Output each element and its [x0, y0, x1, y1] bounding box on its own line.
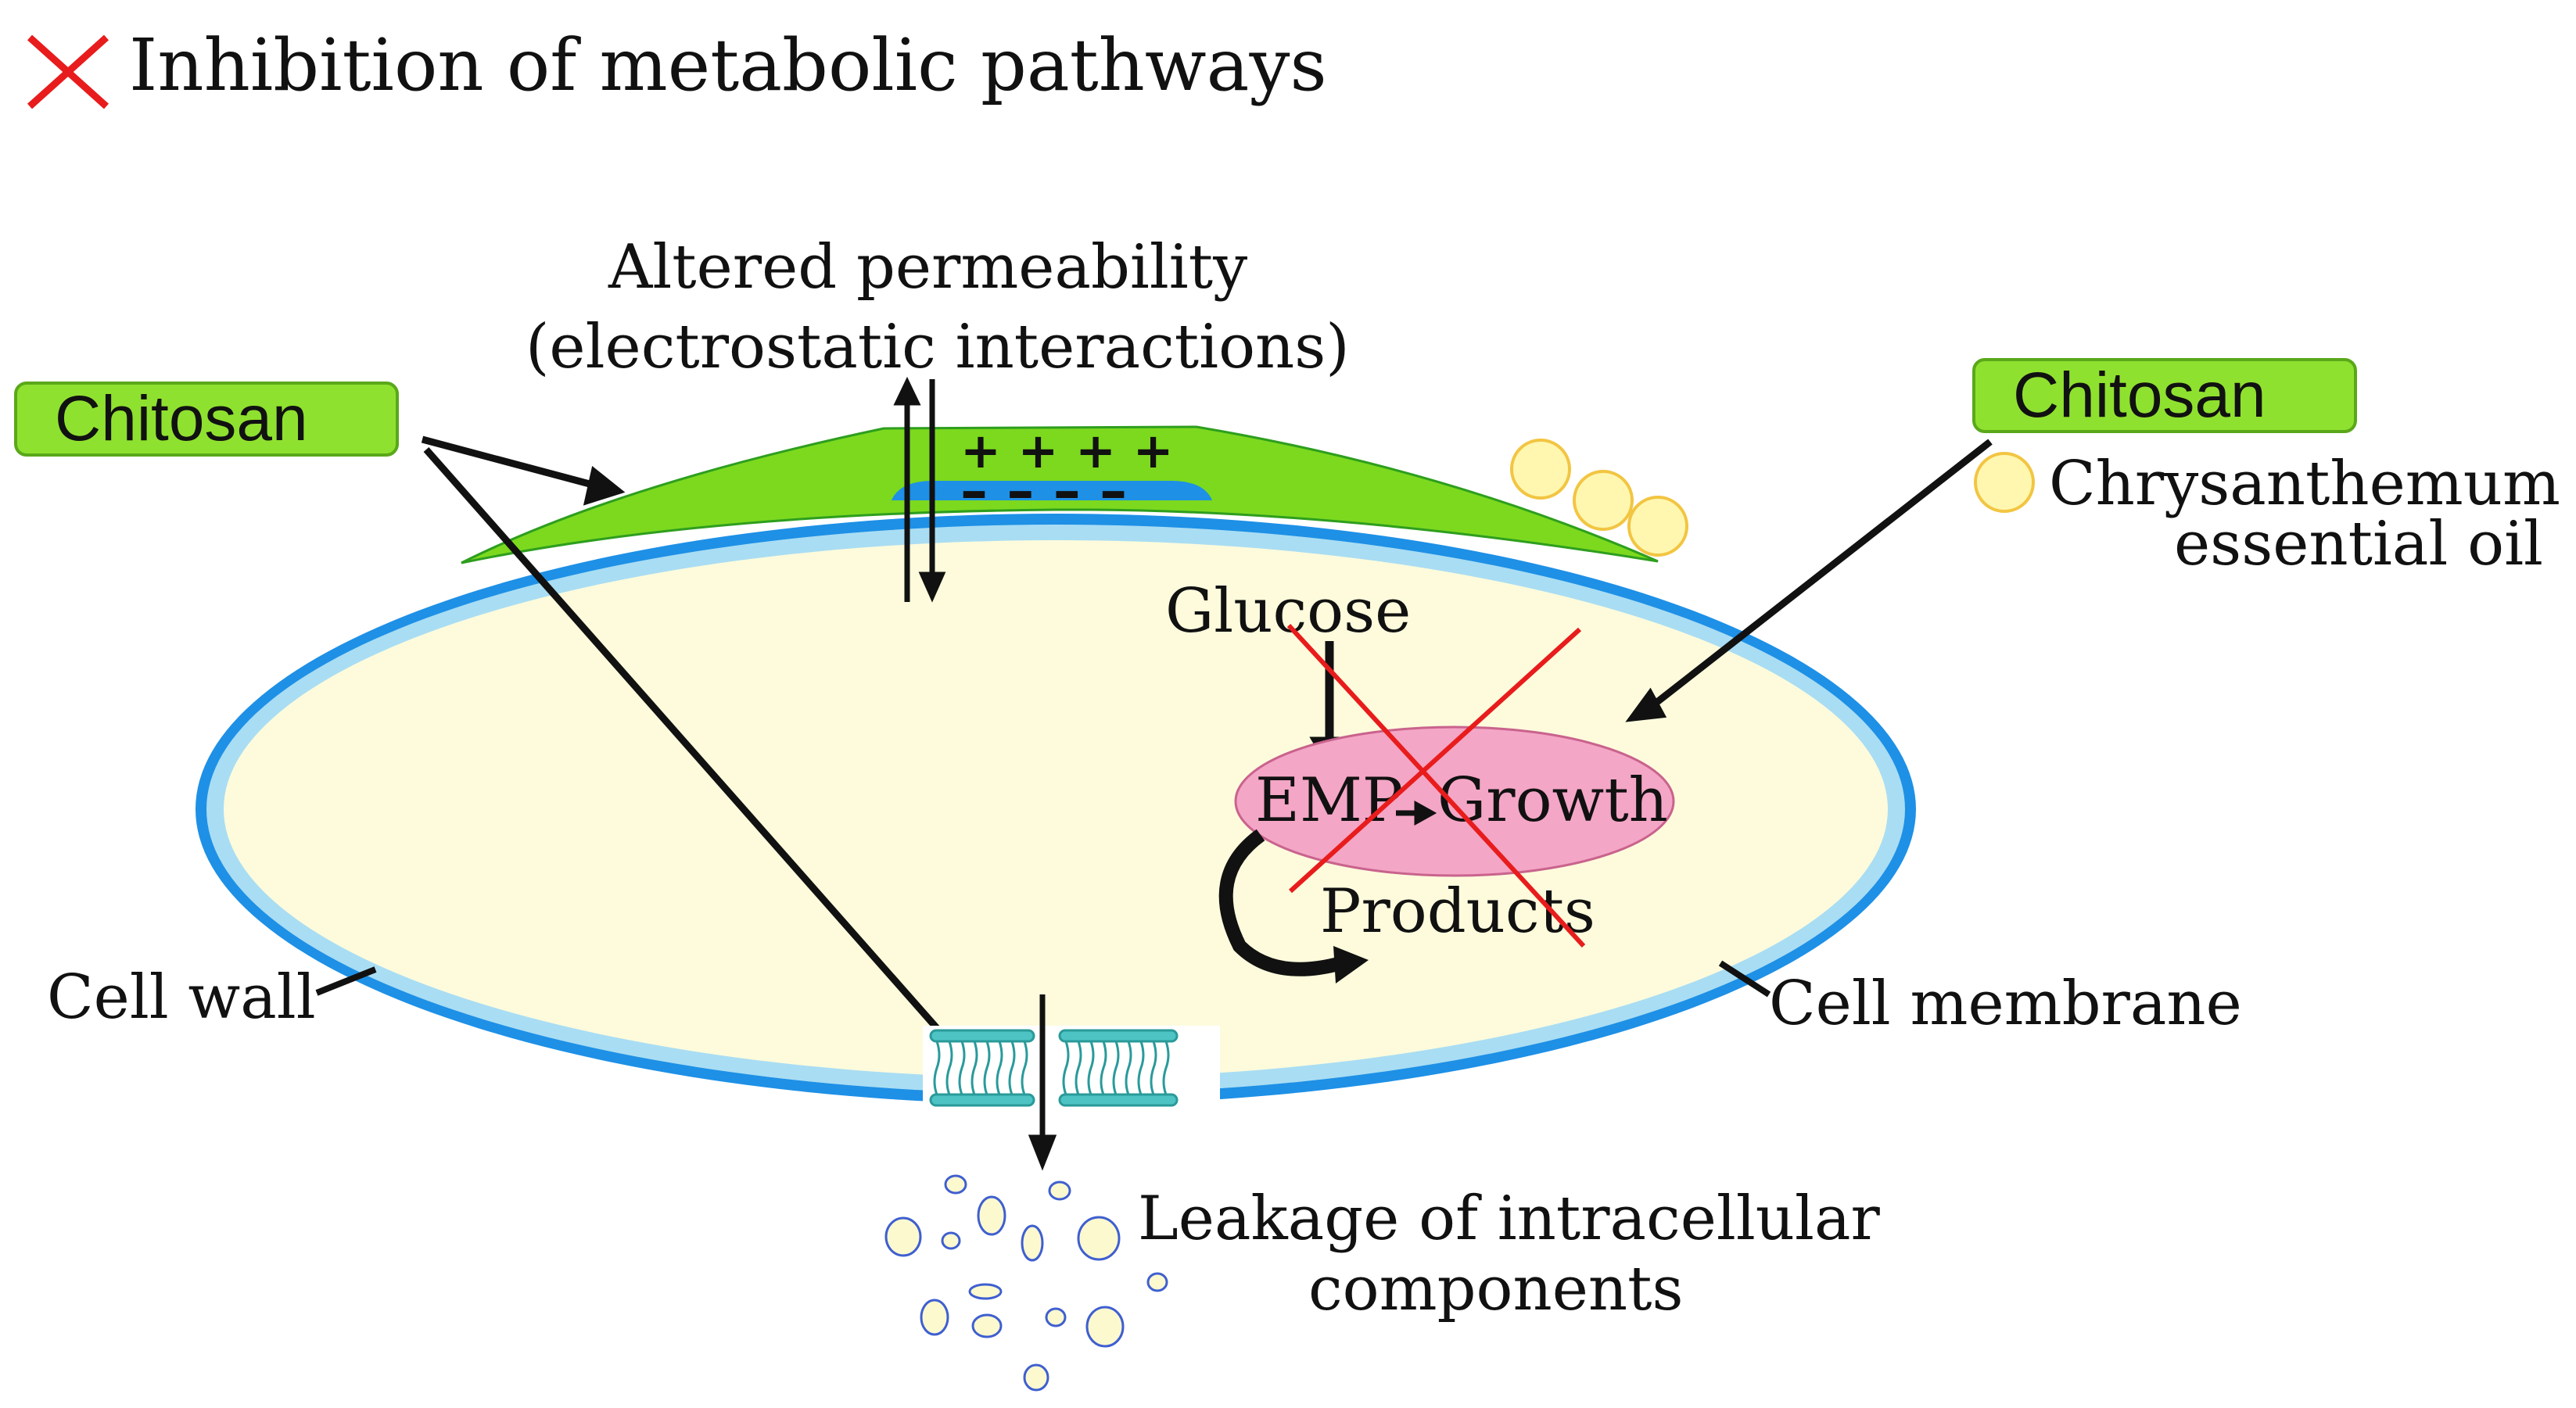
negative-charges: – – – –	[960, 459, 1127, 523]
leakage-vesicles	[884, 1174, 1168, 1392]
oil-droplet-icon	[1974, 452, 2035, 513]
oil-droplet-icon	[1627, 496, 1688, 557]
oil-droplet-icon	[1573, 470, 1634, 531]
vesicle-icon	[884, 1216, 922, 1257]
legend-text: Inhibition of metabolic pathways	[129, 23, 1327, 107]
cell-membrane-label: Cell membrane	[1769, 969, 2242, 1039]
permeability-label-line1: Altered permeability	[608, 232, 1247, 303]
chitosan-right-arrow	[1625, 439, 1993, 722]
lipid-bilayer-right	[1058, 1029, 1179, 1107]
vesicle-icon	[977, 1195, 1006, 1236]
oil-droplets	[1510, 439, 2035, 557]
vesicle-icon	[1146, 1272, 1168, 1292]
cell-wall-label: Cell wall	[47, 962, 316, 1033]
emp-label: EMP	[1255, 765, 1403, 836]
cell	[196, 514, 1916, 1105]
essential-oil-label-line2: essential oil	[2174, 509, 2543, 579]
leakage-label-line1: Leakage of intracellular	[1138, 1184, 1880, 1254]
chitosan-right-label: Chitosan	[2013, 360, 2266, 431]
chitosan-left-label: Chitosan	[55, 383, 308, 454]
vesicle-icon	[1023, 1363, 1049, 1392]
chitosan-left-arrows	[421, 435, 957, 1050]
leakage-label-line2: components	[1308, 1254, 1684, 1324]
cell-wall-pointer	[315, 966, 377, 996]
vesicle-icon	[1077, 1216, 1121, 1261]
inhibition-x-icon	[1286, 623, 1586, 948]
vesicle-icon	[1048, 1180, 1071, 1201]
membrane-bump	[892, 481, 1212, 500]
vesicle-icon	[920, 1299, 949, 1336]
cytoplasm	[224, 540, 1888, 1078]
leakage-arrow	[1028, 994, 1057, 1171]
permeability-arrows	[893, 376, 946, 603]
legend: Inhibition of metabolic pathways	[27, 23, 1327, 109]
essential-oil-label-line1: Chrysanthemum	[2049, 449, 2560, 519]
chitosan-left-pill: Chitosan	[14, 382, 399, 457]
vesicle-icon	[944, 1174, 967, 1195]
products-cycle-arrow	[1218, 829, 1369, 983]
emp-to-growth-arrow	[1396, 801, 1437, 826]
vesicle-icon	[1045, 1307, 1067, 1327]
emp-growth-ellipse	[1234, 725, 1675, 877]
cell-membrane-pointer	[1718, 960, 1771, 998]
glucose-label: Glucose	[1165, 576, 1411, 647]
lipid-bilayer-left	[929, 1029, 1035, 1107]
positive-charges: + + + +	[960, 422, 1174, 479]
vesicle-icon	[1085, 1306, 1125, 1348]
permeability-label-line2: (electrostatic interactions)	[526, 312, 1350, 382]
red-x-icon	[27, 34, 109, 109]
vesicle-icon	[968, 1283, 1003, 1300]
growth-label: Growth	[1437, 765, 1668, 836]
chitosan-right-pill: Chitosan	[1972, 358, 2357, 433]
vesicle-icon	[941, 1231, 961, 1250]
vesicle-icon	[971, 1313, 1003, 1338]
membrane-pore	[923, 1026, 1220, 1112]
oil-droplet-icon	[1510, 439, 1571, 500]
vesicle-icon	[1021, 1224, 1044, 1262]
